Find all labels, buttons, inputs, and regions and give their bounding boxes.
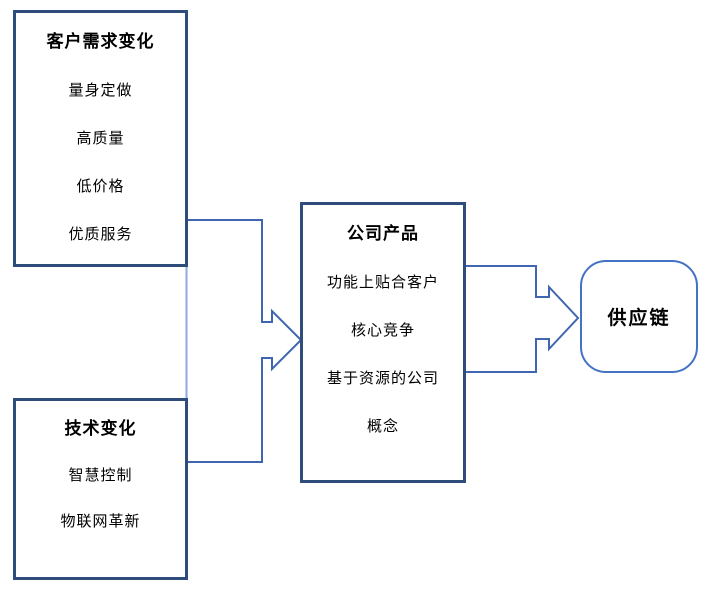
supply-chain-box: 供应链 (580, 260, 698, 373)
customer-needs-box: 客户需求变化 量身定做 高质量 低价格 优质服务 (13, 10, 188, 267)
company-product-item: 核心竞争 (350, 321, 415, 339)
supply-chain-title: 供应链 (607, 307, 671, 329)
company-product-box: 公司产品 功能上贴合客户 核心竞争 基于资源的公司 概念 (300, 202, 466, 483)
technology-change-box: 技术变化 智慧控制 物联网革新 (13, 398, 188, 580)
technology-change-title: 技术变化 (64, 419, 137, 439)
company-product-item: 功能上贴合客户 (326, 273, 439, 291)
technology-change-item: 物联网革新 (60, 512, 141, 530)
customer-needs-title: 客户需求变化 (46, 32, 155, 52)
company-product-item: 概念 (366, 417, 399, 435)
customer-needs-item: 优质服务 (68, 225, 133, 243)
customer-needs-item: 低价格 (76, 177, 125, 195)
technology-change-item: 智慧控制 (68, 466, 133, 484)
company-product-title: 公司产品 (347, 224, 419, 244)
merge-arrow-right (465, 265, 580, 373)
merge-arrow-left (187, 219, 303, 463)
customer-needs-item: 量身定做 (68, 81, 133, 99)
company-product-item: 基于资源的公司 (326, 369, 439, 387)
customer-needs-item: 高质量 (76, 129, 125, 147)
